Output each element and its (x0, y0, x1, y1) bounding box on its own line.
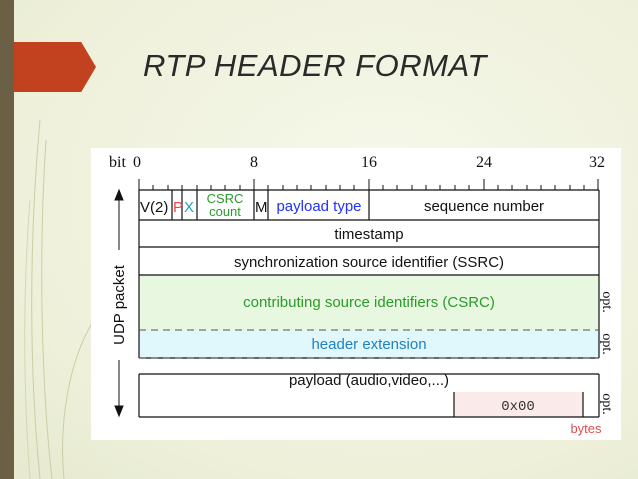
bit-axis-label: bit (109, 154, 126, 171)
slide-title: RTP HEADER FORMAT (143, 48, 487, 83)
field-csrc-count-line1: CSRC (207, 191, 244, 206)
opt-label-csrc: opt. (599, 291, 614, 312)
bit-tick-8: 8 (250, 154, 258, 171)
header-extension-region (139, 330, 599, 358)
left-accent-bar (0, 0, 14, 479)
field-header-extension: header extension (311, 336, 426, 353)
bit-tick-0: 0 (133, 154, 141, 171)
opt-label-extension: opt. (599, 333, 614, 354)
decorative-lines (24, 119, 111, 479)
padding-region (454, 392, 583, 417)
field-csrc: contributing source identifiers (CSRC) (243, 294, 495, 311)
field-sequence-number: sequence number (424, 198, 544, 215)
opt-label-padding: opt. (599, 393, 614, 414)
bytes-label: bytes (570, 421, 602, 436)
udp-packet-label: UDP packet (111, 264, 128, 345)
field-payload-type: payload type (276, 198, 361, 215)
field-extension: X (184, 199, 194, 216)
field-payload: payload (audio,video,...) (289, 372, 449, 389)
csrc-region (139, 275, 599, 330)
title-arrow-banner (14, 42, 96, 92)
udp-packet-arrow (114, 188, 124, 418)
field-csrc-count-line2: count (209, 204, 241, 219)
bit-tick-24: 24 (476, 154, 492, 171)
field-padding: P (173, 199, 183, 216)
bit-tick-marks (138, 179, 599, 190)
field-marker: M (255, 199, 268, 216)
field-version: V(2) (140, 199, 168, 216)
rtp-header-diagram: bit 0 8 16 24 32 (91, 148, 621, 440)
field-padding-bytes: 0x00 (501, 399, 535, 415)
bit-tick-32: 32 (589, 154, 605, 171)
bit-tick-16: 16 (361, 154, 377, 171)
field-ssrc: synchronization source identifier (SSRC) (234, 254, 504, 271)
field-timestamp: timestamp (334, 226, 403, 243)
